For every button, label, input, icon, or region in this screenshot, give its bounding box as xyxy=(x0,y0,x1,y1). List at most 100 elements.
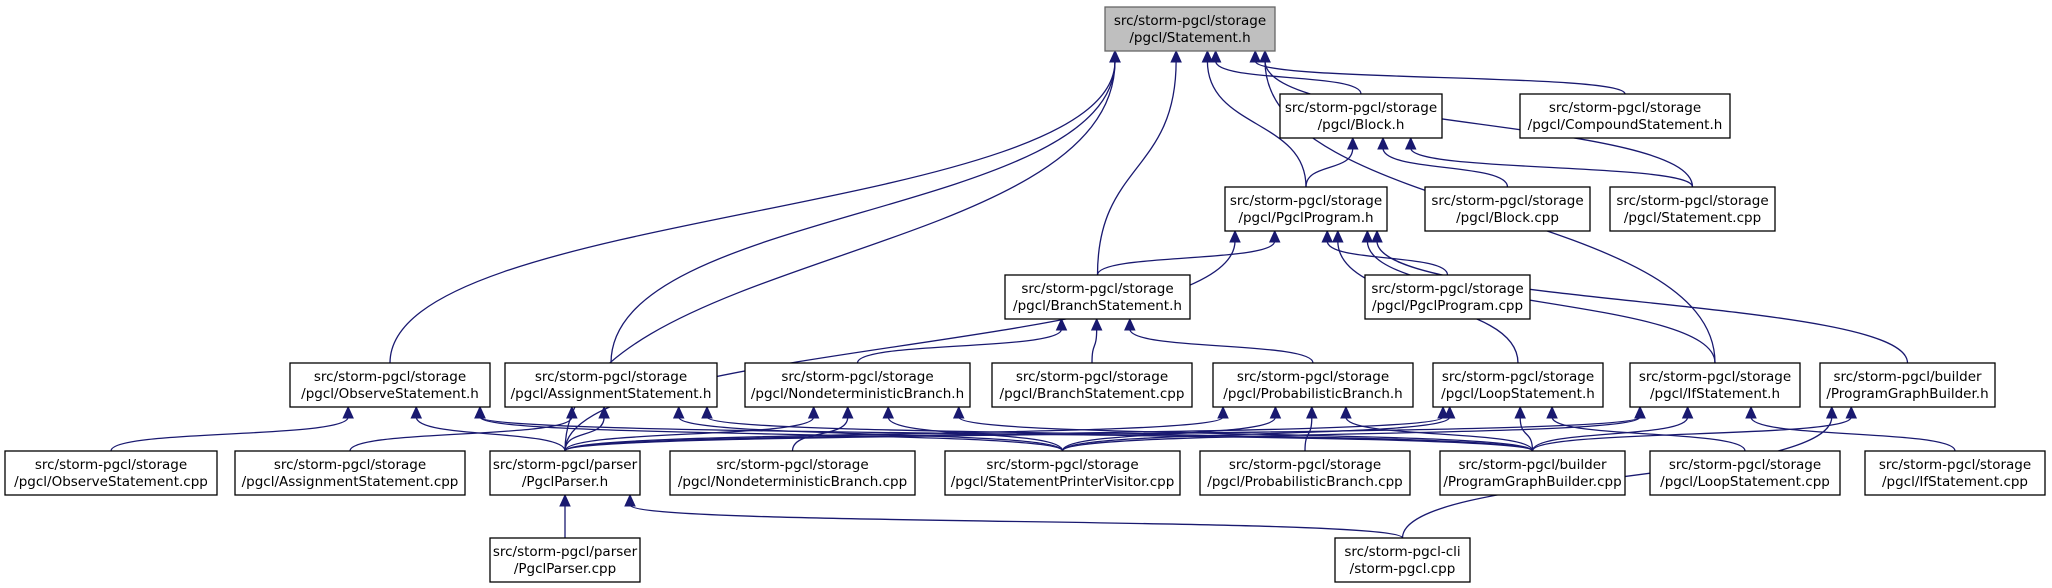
node-block-cpp[interactable]: src/storm-pgcl/storage/pgcl/Block.cpp xyxy=(1424,186,1591,232)
node-label-line: /pgcl/NondeterministicBranch.h xyxy=(751,386,964,402)
node-spv-cpp[interactable]: src/storm-pgcl/storage/pgcl/StatementPri… xyxy=(944,450,1181,496)
arrowhead-icon xyxy=(1377,136,1389,150)
node-compound-h[interactable]: src/storm-pgcl/storage/pgcl/CompoundStat… xyxy=(1519,93,1731,139)
node-label-line: src/storm-pgcl/storage xyxy=(1371,281,1523,297)
edge-line xyxy=(110,416,349,452)
arrowhead-icon xyxy=(1361,229,1374,243)
edge-line xyxy=(1750,416,1956,452)
edge-line xyxy=(1091,328,1098,364)
arrowhead-icon xyxy=(1109,49,1121,63)
node-assign-h[interactable]: src/storm-pgcl/storage/pgcl/AssignmentSt… xyxy=(504,362,718,408)
node-statement-cpp[interactable]: src/storm-pgcl/storage/pgcl/Statement.cp… xyxy=(1609,186,1776,232)
node-nondet-h[interactable]: src/storm-pgcl/storage/pgcl/Nondetermini… xyxy=(744,362,971,408)
node-if-cpp[interactable]: src/storm-pgcl/storage/pgcl/IfStatement.… xyxy=(1864,450,2046,496)
node-box xyxy=(1224,186,1388,232)
node-label-line: src/storm-pgcl/parser xyxy=(493,544,638,560)
arrowhead-icon xyxy=(559,493,571,507)
node-box xyxy=(991,362,1193,408)
node-observe-h[interactable]: src/storm-pgcl/storage/pgcl/ObserveState… xyxy=(289,362,491,408)
node-cli-cpp[interactable]: src/storm-pgcl-cli/storm-pgcl.cpp xyxy=(1334,537,1471,583)
node-parser-h[interactable]: src/storm-pgcl/parser/PgclParser.h xyxy=(489,450,641,496)
node-block-h[interactable]: src/storm-pgcl/storage/pgcl/Block.h xyxy=(1279,93,1443,139)
node-label-line: src/storm-pgcl/storage xyxy=(1021,281,1173,297)
node-pgclprogram-cpp[interactable]: src/storm-pgcl/storage/pgcl/PgclProgram.… xyxy=(1364,274,1531,320)
arrowhead-icon xyxy=(342,405,354,419)
edge-line xyxy=(629,504,1404,539)
node-box xyxy=(289,362,491,408)
edge-line xyxy=(1376,240,1909,364)
edge-pgb_cpp-to-if_h xyxy=(1531,405,1694,452)
edge-parser_h-to-prob_h xyxy=(564,405,1229,452)
edge-block_h-to-statement_h xyxy=(1209,49,1362,95)
node-label-line: /pgcl/Statement.cpp xyxy=(1624,210,1761,226)
node-box xyxy=(504,362,718,408)
arrowhead-icon xyxy=(1404,136,1417,150)
arrowhead-icon xyxy=(1845,405,1858,419)
node-branch-h[interactable]: src/storm-pgcl/storage/pgcl/BranchStatem… xyxy=(1004,274,1191,320)
arrowhead-icon xyxy=(1090,317,1103,331)
nodes-layer: src/storm-pgcl/storage/pgcl/Statement.hs… xyxy=(4,6,2046,583)
node-label-line: src/storm-pgcl/storage xyxy=(1230,193,1382,209)
arrowhead-icon xyxy=(566,405,578,419)
node-label-line: /pgcl/Statement.h xyxy=(1129,30,1250,46)
node-label-line: src/storm-pgcl/storage xyxy=(35,457,187,473)
node-box xyxy=(1432,362,1604,408)
node-label-line: src/storm-pgcl/builder xyxy=(1458,457,1607,473)
node-statement-h: src/storm-pgcl/storage/pgcl/Statement.h xyxy=(1104,6,1276,52)
arrowhead-icon xyxy=(410,405,423,419)
arrowhead-icon xyxy=(1321,229,1334,243)
node-box xyxy=(1364,274,1531,320)
node-prob-h[interactable]: src/storm-pgcl/storage/pgcl/Probabilisti… xyxy=(1212,362,1414,408)
arrowhead-icon xyxy=(1268,229,1281,243)
node-label-line: /pgcl/ProbabilisticBranch.h xyxy=(1223,386,1402,402)
edge-parser_cpp-to-parser_h xyxy=(559,493,571,539)
node-pgb-h[interactable]: src/storm-pgcl/builder/ProgramGraphBuild… xyxy=(1819,362,1996,408)
node-label-line: /PgclParser.h xyxy=(522,474,608,490)
node-pgclprogram-h[interactable]: src/storm-pgcl/storage/pgcl/PgclProgram.… xyxy=(1224,186,1388,232)
node-branch-cpp[interactable]: src/storm-pgcl/storage/pgcl/BranchStatem… xyxy=(991,362,1193,408)
node-label-line: src/storm-pgcl/storage xyxy=(716,457,868,473)
node-label-line: src/storm-pgcl/storage xyxy=(1616,193,1768,209)
edge-pgclprogram_h-to-statement_h xyxy=(1201,49,1307,188)
node-box xyxy=(1519,93,1731,139)
node-label-line: src/storm-pgcl/parser xyxy=(493,457,638,473)
edge-parser_h-to-loop_h xyxy=(564,405,1449,452)
edge-assign_cpp-to-assign_h xyxy=(349,405,578,452)
arrowhead-icon xyxy=(841,405,854,419)
node-loop-cpp[interactable]: src/storm-pgcl/storage/pgcl/LoopStatemen… xyxy=(1649,450,1841,496)
node-observe-cpp[interactable]: src/storm-pgcl/storage/pgcl/ObserveState… xyxy=(4,450,218,496)
node-label-line: /pgcl/CompoundStatement.h xyxy=(1528,117,1723,133)
node-loop-h[interactable]: src/storm-pgcl/storage/pgcl/LoopStatemen… xyxy=(1432,362,1604,408)
node-nondet-cpp[interactable]: src/storm-pgcl/storage/pgcl/Nondetermini… xyxy=(669,450,916,496)
arrowhead-icon xyxy=(1340,405,1352,419)
node-box xyxy=(234,450,466,496)
node-box xyxy=(1424,186,1591,232)
edge-if_h-to-pgclprogram_h xyxy=(1361,229,1716,364)
arrowhead-icon xyxy=(474,405,486,419)
node-parser-cpp[interactable]: src/storm-pgcl/parser/PgclParser.cpp xyxy=(489,537,641,583)
node-prob-cpp[interactable]: src/storm-pgcl/storage/pgcl/Probabilisti… xyxy=(1199,450,1411,496)
edge-line xyxy=(1061,416,1451,452)
edge-line xyxy=(1305,147,1354,188)
edge-loop_cpp-to-loop_h xyxy=(1546,405,1746,452)
node-assign-cpp[interactable]: src/storm-pgcl/storage/pgcl/AssignmentSt… xyxy=(234,450,466,496)
edge-line xyxy=(1096,60,1177,276)
edge-line xyxy=(1366,240,1716,364)
node-box xyxy=(1199,450,1411,496)
node-label-line: /pgcl/LoopStatement.cpp xyxy=(1660,474,1830,490)
node-box xyxy=(1279,93,1443,139)
edge-line xyxy=(564,416,1444,452)
node-label-line: /pgcl/Block.cpp xyxy=(1456,210,1559,226)
edge-prob_cpp-to-prob_h xyxy=(1304,405,1318,452)
edge-line xyxy=(479,416,1064,452)
edge-pgclprogram_h-to-block_h xyxy=(1305,136,1359,188)
node-label-line: src/storm-pgcl/storage xyxy=(1431,193,1583,209)
arrowhead-icon xyxy=(1371,229,1383,243)
node-if-h[interactable]: src/storm-pgcl/storage/pgcl/IfStatement.… xyxy=(1629,362,1801,408)
node-pgb-cpp[interactable]: src/storm-pgcl/builder/ProgramGraphBuild… xyxy=(1439,450,1626,496)
node-label-line: src/storm-pgcl/builder xyxy=(1833,369,1982,385)
edge-line xyxy=(1061,416,1641,452)
node-label-line: /pgcl/ObserveStatement.h xyxy=(301,386,479,402)
node-box xyxy=(489,537,641,583)
edge-pgb_cpp-to-pgb_h xyxy=(1531,405,1858,452)
